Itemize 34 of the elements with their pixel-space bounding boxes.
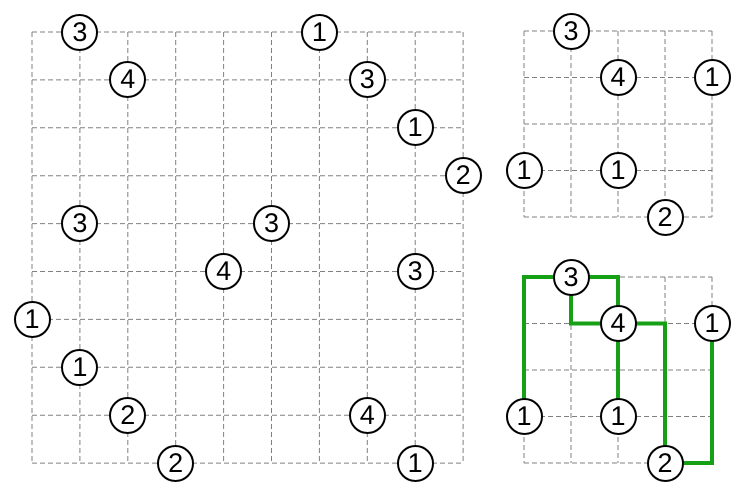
solution-line (634, 322, 667, 446)
number-circle: 3 (552, 258, 590, 296)
number-circle: 1 (14, 300, 50, 338)
number-circle: 2 (109, 396, 146, 434)
number-circle: 1 (694, 59, 730, 96)
number-circle: 4 (600, 305, 636, 342)
number-circle: 1 (61, 348, 98, 386)
solution-line (616, 340, 620, 400)
number-circle: 2 (157, 444, 194, 482)
number-circle: 1 (506, 152, 542, 189)
number-circle: 4 (109, 61, 146, 98)
number-circle: 3 (61, 205, 98, 242)
number-circle: 1 (300, 14, 338, 50)
number-circle: 2 (646, 444, 684, 482)
number-circle: 3 (253, 205, 290, 242)
number-circle: 3 (552, 12, 590, 50)
number-circle: 3 (396, 253, 434, 290)
number-circle: 1 (600, 152, 636, 189)
number-circle: 3 (61, 14, 98, 50)
solution-line (522, 275, 554, 400)
number-circle: 4 (600, 59, 636, 96)
number-circle: 1 (600, 398, 636, 435)
solution-line (682, 340, 714, 465)
number-circle: 4 (348, 396, 386, 434)
number-circle: 1 (694, 305, 730, 342)
number-circle: 1 (396, 444, 434, 482)
number-circle: 3 (348, 61, 386, 98)
number-circle: 1 (396, 109, 434, 146)
number-circle: 1 (506, 398, 542, 435)
number-circle: 2 (444, 157, 482, 194)
number-circle: 4 (205, 253, 242, 290)
number-circle: 2 (646, 198, 684, 236)
solution-line (588, 275, 620, 307)
solution-line (569, 294, 602, 326)
